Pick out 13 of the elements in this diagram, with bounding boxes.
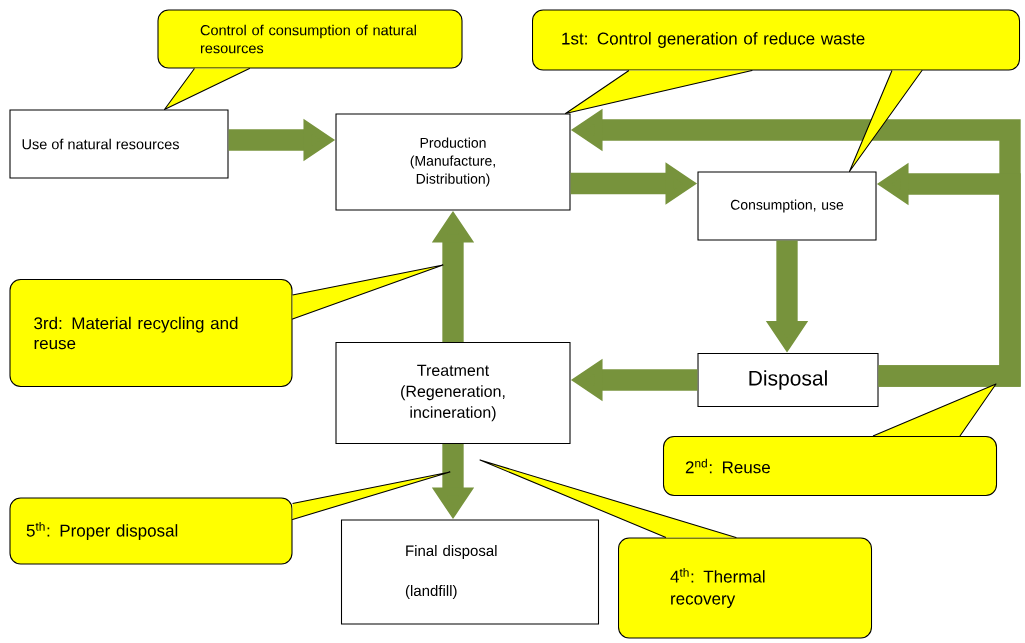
callout-box: 5$^{th}$: Proper disposal [9,497,293,565]
process-box: Treatment (Regeneration, incineration) [335,341,571,445]
callout-tail [479,459,737,538]
process-box: Use of natural resources [9,109,229,179]
callout-tail [292,471,451,520]
process-box: Disposal [697,352,879,408]
callout-box: 4$^{th}$: Thermal recovery [617,537,873,639]
callout-tail [848,70,923,172]
process-box: Production (Manufacture, Distribution) [335,113,571,211]
process-box: Final disposal (landfill) [340,519,600,625]
callout-box: 3rd: Material recycling and reuse [9,278,293,388]
callout-tail [292,264,444,320]
process-box: Consumption, use [697,171,877,241]
